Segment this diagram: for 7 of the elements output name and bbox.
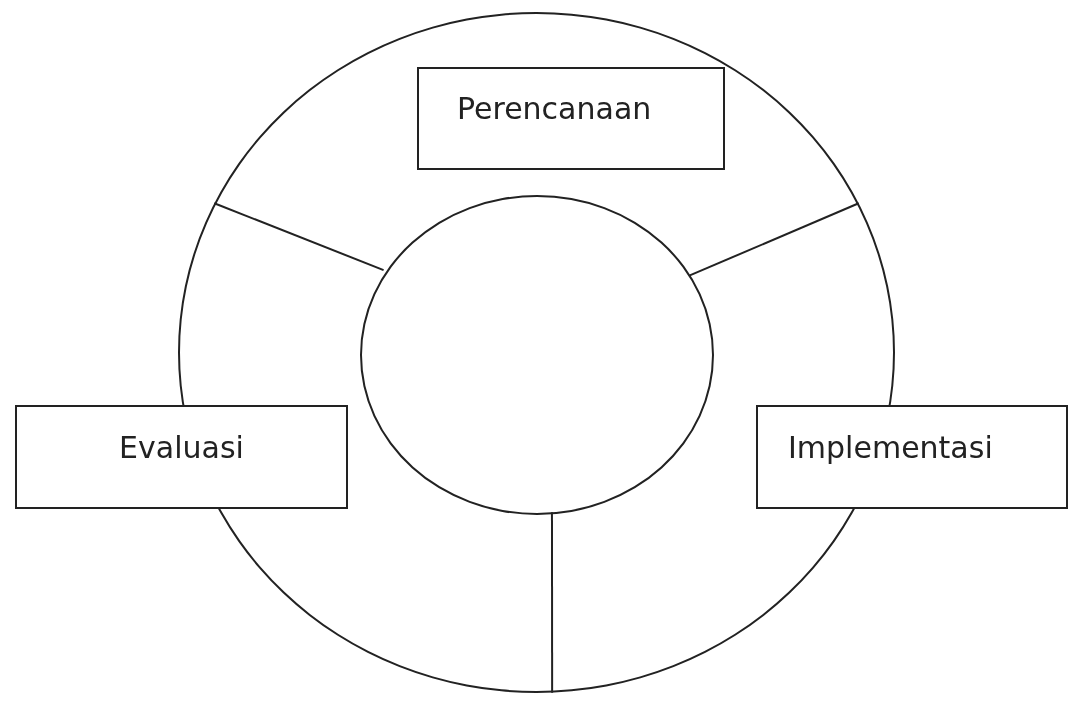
stage-box: Perencanaan	[417, 67, 725, 170]
stage-box: Implementasi	[756, 405, 1068, 509]
divider-line	[688, 202, 860, 277]
inner-circle	[360, 195, 714, 515]
divider-line	[213, 202, 385, 272]
divider-line	[550, 511, 554, 694]
stage-box: Evaluasi	[15, 405, 348, 509]
